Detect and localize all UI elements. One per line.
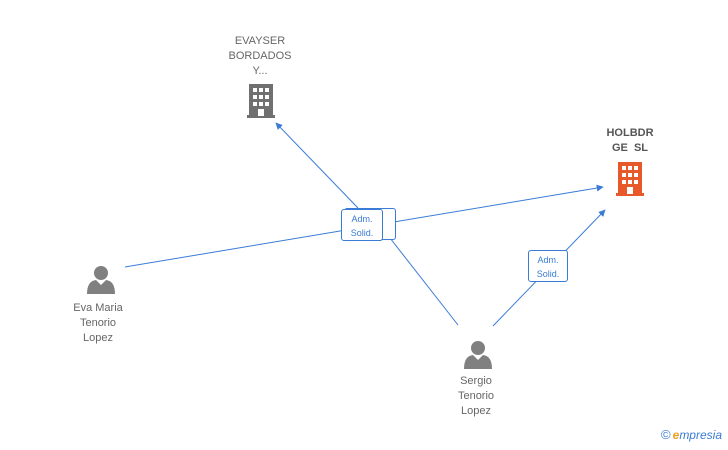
brand-initial: e: [672, 428, 680, 442]
person-label-eva[interactable]: Eva Maria Tenorio Lopez: [52, 301, 144, 346]
role-line: Adm.: [351, 214, 373, 224]
label-line: EVAYSER: [234, 35, 286, 47]
company-label-evayser[interactable]: EVAYSER BORDADOS Y...: [212, 34, 308, 79]
copyright-symbol: ©: [661, 427, 671, 442]
label-line: Tenorio: [79, 317, 117, 329]
brand-name: mpresia: [679, 428, 722, 442]
person-icon[interactable]: [464, 341, 492, 369]
edge-sergio-to-center: [389, 237, 459, 326]
label-line: BORDADOS: [228, 50, 292, 62]
role-line: Solid.: [536, 269, 560, 279]
role-box-center[interactable]: Adm. Solid.: [341, 209, 383, 241]
label-line: Y...: [252, 65, 268, 77]
label-line: Lopez: [83, 332, 113, 344]
role-line: Solid.: [350, 228, 374, 238]
company-label-holbdr[interactable]: HOLBDR GE SL: [584, 126, 676, 156]
label-line: Tenorio: [457, 390, 495, 402]
label-line: GE SL: [611, 142, 649, 154]
role-line: Adm.: [537, 255, 559, 265]
building-icon[interactable]: [616, 162, 644, 196]
edge-center-to-evayser: [275, 122, 359, 209]
label-line: HOLBDR: [606, 127, 654, 139]
person-label-sergio[interactable]: Sergio Tenorio Lopez: [430, 374, 522, 419]
empresia-watermark: ©empresia: [661, 427, 722, 442]
label-line: Lopez: [461, 405, 491, 417]
label-line: Sergio: [460, 375, 492, 387]
role-box-right[interactable]: Adm. Solid.: [528, 250, 568, 282]
building-icon[interactable]: [247, 84, 275, 118]
person-icon[interactable]: [87, 266, 115, 294]
label-line: Eva Maria: [73, 302, 123, 314]
